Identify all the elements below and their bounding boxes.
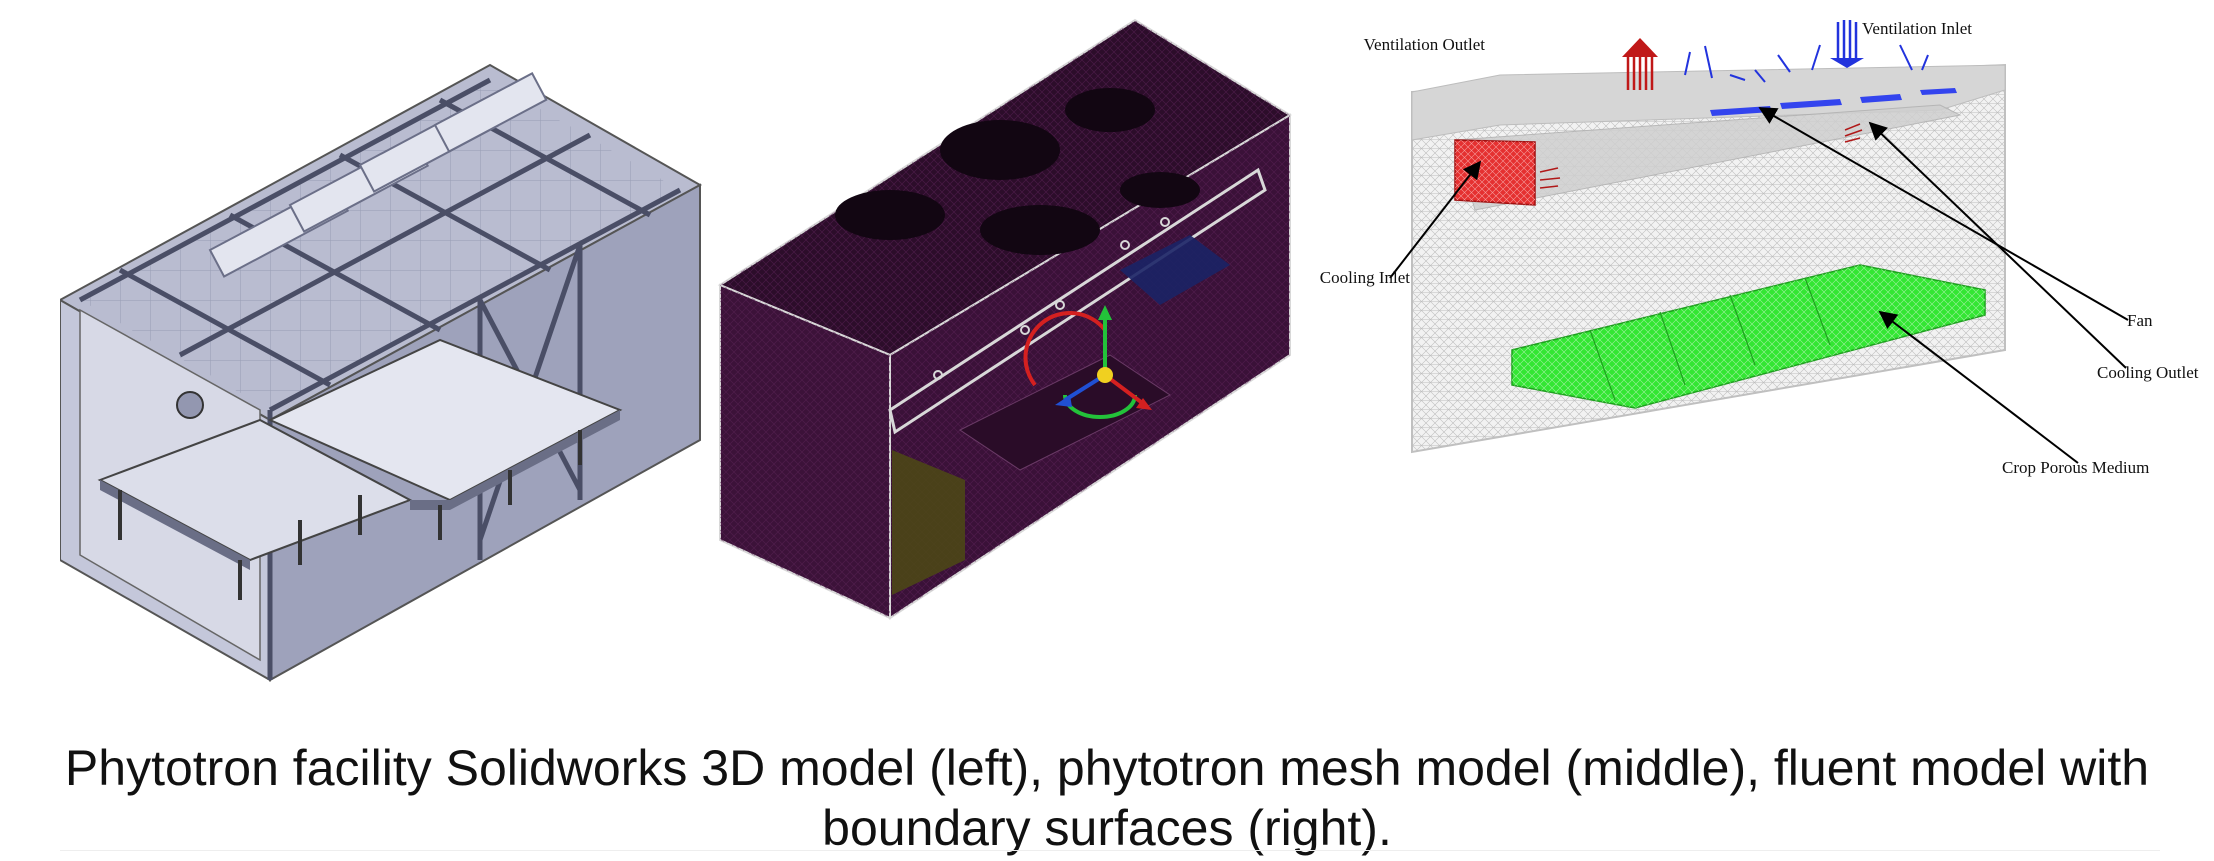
- bottom-rule: [60, 850, 2160, 861]
- fan-surface: [1539, 123, 1863, 189]
- ventilation-outlet-surface: [1622, 38, 1658, 90]
- label-crop-porous-medium: Crop Porous Medium: [2002, 458, 2149, 477]
- label-fan: Fan: [2127, 311, 2153, 330]
- solidworks-3d-model-panel: [60, 0, 720, 690]
- fluid-domain-top: [1411, 64, 2006, 141]
- cooling-outlet-surface: [1710, 88, 1957, 116]
- mesh-model-drawing: [717, 18, 1292, 620]
- fluent-model-panel: Ventilation Outlet Ventilation Inlet Coo…: [1300, 0, 2214, 520]
- mesh-model-panel: [710, 0, 1310, 630]
- label-ventilation-inlet: Ventilation Inlet: [1862, 19, 1972, 38]
- velocity-vectors: [1684, 44, 1929, 83]
- ventilation-inlet-surface: [1830, 20, 1864, 68]
- mesh-duct: [888, 167, 1267, 435]
- mesh-dark-regions: [835, 88, 1200, 255]
- ceiling-ducts: [208, 72, 548, 278]
- solidworks-model-drawing: [60, 63, 703, 682]
- label-ventilation-outlet: Ventilation Outlet: [1364, 35, 1486, 54]
- annotation-arrows: [1389, 107, 2129, 464]
- fan-unit: [176, 391, 204, 419]
- benches: [97, 338, 623, 600]
- mesh-yellow-block: [892, 450, 965, 595]
- label-cooling-inlet: Cooling Inlet: [1320, 268, 1410, 287]
- mesh-blue-block: [1120, 235, 1230, 305]
- figure-caption: Phytotron facility Solidworks 3D model (…: [64, 740, 2150, 856]
- axis-triad-icon: [1023, 305, 1152, 419]
- label-cooling-outlet: Cooling Outlet: [2097, 363, 2199, 382]
- fluent-model-drawing: Ventilation Outlet Ventilation Inlet Coo…: [1320, 19, 2199, 477]
